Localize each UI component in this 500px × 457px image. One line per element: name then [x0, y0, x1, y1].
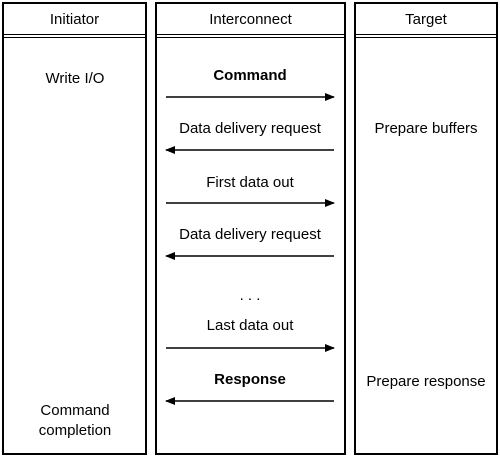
data-delivery-request-message-1: Data delivery request [179, 120, 321, 137]
initiator-header: Initiator [4, 4, 145, 38]
initiator-column: Initiator [2, 2, 147, 455]
interconnect-header: Interconnect [157, 4, 344, 38]
prepare-response-label: Prepare response [366, 373, 486, 390]
target-column: Target [354, 2, 498, 455]
data-delivery-request-message-2: Data delivery request [179, 226, 321, 243]
prepare-buffers-label: Prepare buffers [374, 120, 478, 137]
target-header: Target [356, 4, 496, 38]
first-data-out-message: First data out [206, 174, 294, 191]
ellipsis: . . . [239, 287, 261, 304]
command-message: Command [213, 67, 287, 84]
interconnect-column: Interconnect [155, 2, 346, 455]
write-io-label: Write I/O [45, 70, 105, 87]
last-data-out-message: Last data out [206, 317, 294, 334]
response-message: Response [214, 371, 286, 388]
command-completion-label: Command completion [38, 402, 112, 439]
